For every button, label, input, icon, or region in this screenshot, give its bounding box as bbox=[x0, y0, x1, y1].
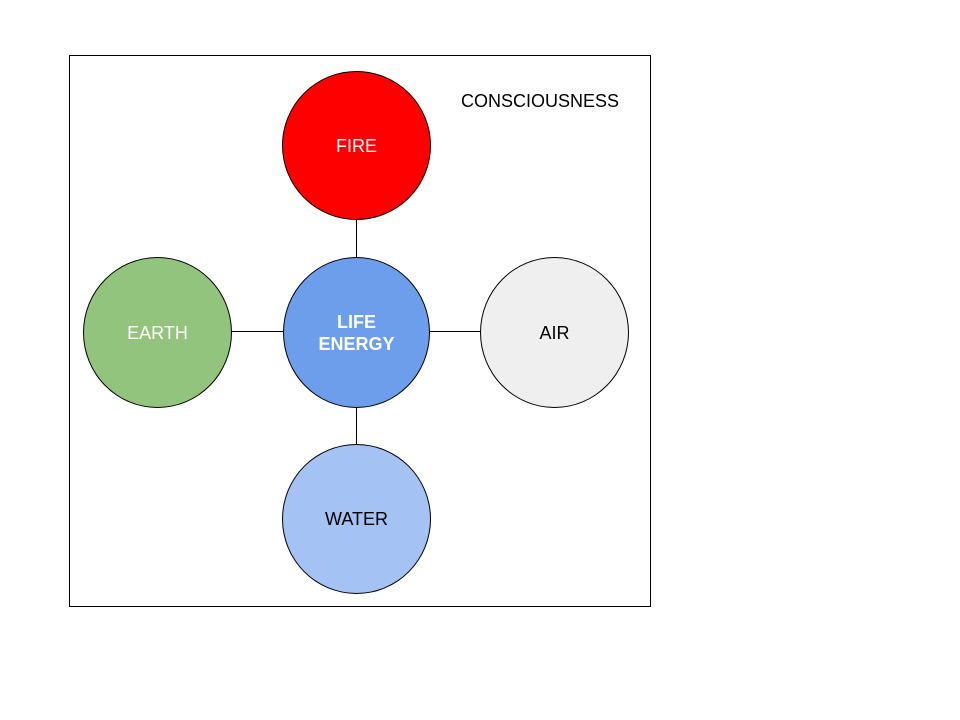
node-earth-label: EARTH bbox=[127, 322, 188, 343]
node-life-energy-label-line2: ENERGY bbox=[318, 333, 395, 354]
edge-center-water bbox=[356, 406, 357, 446]
node-water: WATER bbox=[282, 444, 431, 594]
node-fire: FIRE bbox=[282, 71, 431, 220]
edge-center-earth bbox=[231, 331, 285, 332]
diagram-title: CONSCIOUSNESS bbox=[461, 91, 620, 111]
node-earth: EARTH bbox=[83, 257, 232, 408]
node-fire-label: FIRE bbox=[335, 135, 377, 156]
node-life-energy: LIFE ENERGY bbox=[283, 257, 430, 408]
consciousness-frame bbox=[69, 55, 651, 607]
node-life-energy-label-line1: LIFE bbox=[337, 311, 376, 332]
node-water-label: WATER bbox=[325, 509, 388, 529]
node-air: AIR bbox=[480, 257, 629, 408]
edge-center-air bbox=[429, 331, 482, 332]
node-air-label: AIR bbox=[539, 322, 570, 343]
edge-center-fire bbox=[356, 219, 357, 259]
